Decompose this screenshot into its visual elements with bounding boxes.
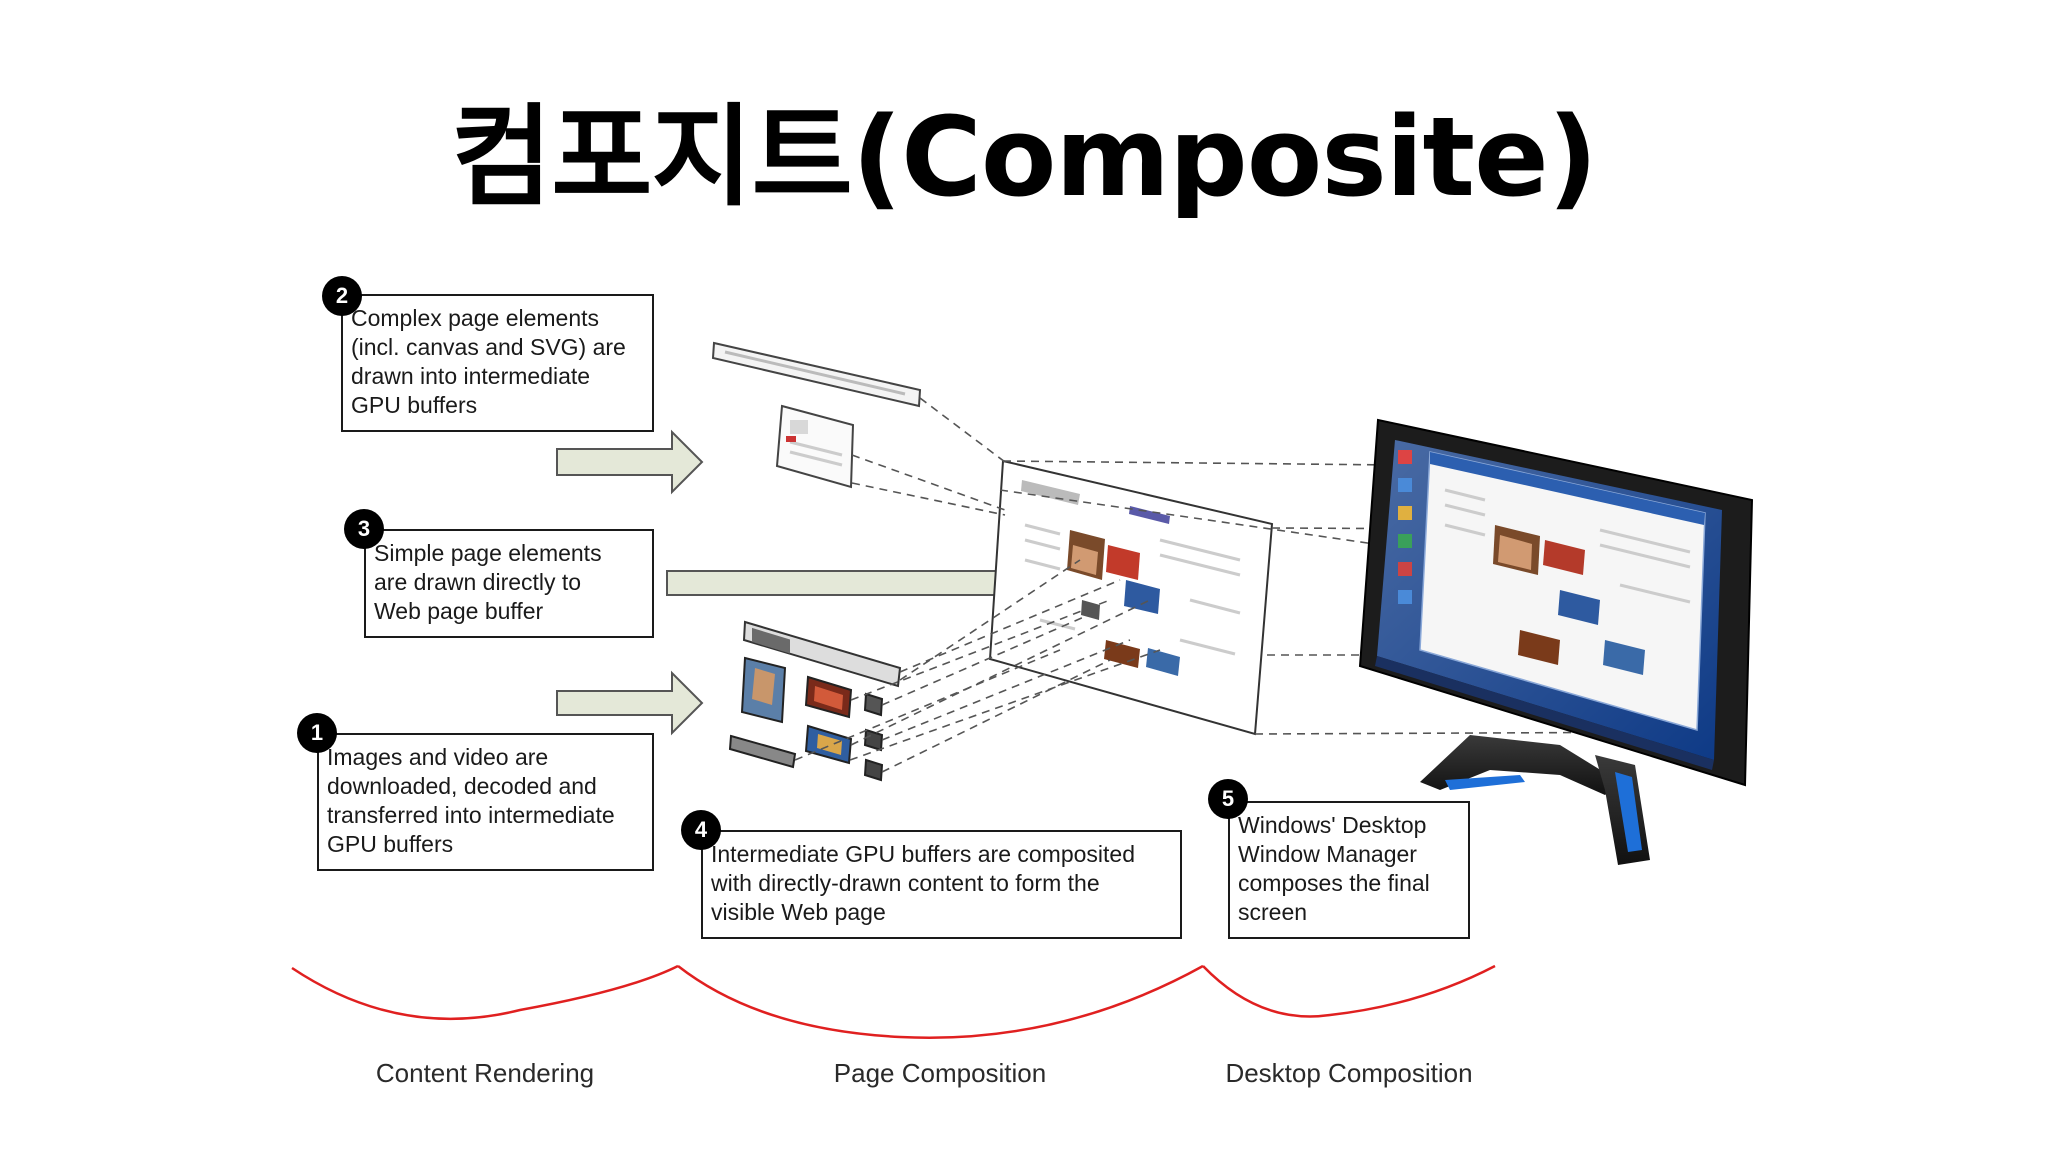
step-1-description: Images and video are downloaded, decoded…: [317, 733, 654, 871]
step-4-description: Intermediate GPU buffers are composited …: [701, 830, 1182, 939]
gpu-buffer-panel: [775, 404, 855, 489]
step-3-badge: 3: [344, 509, 384, 549]
image-buffers: [728, 620, 902, 782]
arrow-complex-elements: [556, 429, 704, 495]
step-2-badge: 2: [322, 276, 362, 316]
gpu-buffer-strip: [711, 341, 922, 408]
step-5-badge: 5: [1208, 779, 1248, 819]
web-page-buffer: [988, 459, 1274, 736]
monitor: [1358, 418, 1754, 865]
step-4-badge: 4: [681, 810, 721, 850]
step-5-description: Windows' Desktop Window Manager composes…: [1228, 801, 1470, 939]
arrow-simple-elements: [666, 550, 1042, 616]
phase-braces: [291, 964, 1496, 1039]
step-2-description: Complex page elements (incl. canvas and …: [341, 294, 654, 432]
slide-title: 컴포지트(Composite): [451, 93, 1598, 221]
step-3-description: Simple page elements are drawn directly …: [364, 529, 654, 638]
phase-label-page-composition: Page Composition: [833, 1058, 1047, 1088]
phase-label-content-rendering: Content Rendering: [375, 1058, 595, 1088]
step-1-badge: 1: [297, 713, 337, 753]
arrow-images-video: [556, 670, 704, 736]
phase-label-desktop-composition: Desktop Composition: [1225, 1058, 1473, 1088]
